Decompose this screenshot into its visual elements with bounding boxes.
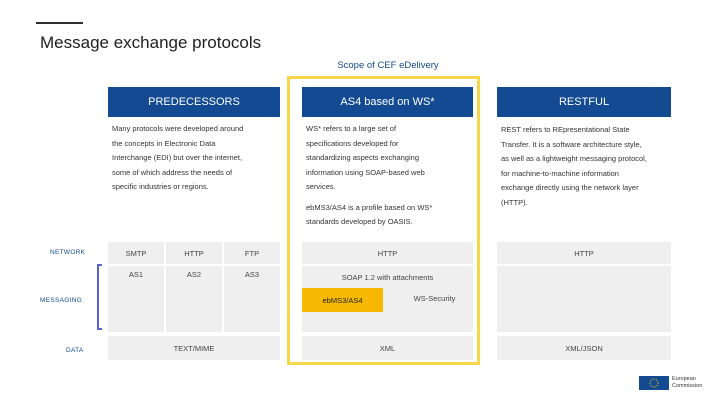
logo-text: European Commission xyxy=(672,376,702,390)
desc-line: REST refers to REpresentational State xyxy=(501,125,630,134)
cell-soap: SOAP 1.2 with attachments xyxy=(302,266,473,288)
row-label-network: NETWORK xyxy=(50,249,86,256)
desc-line: information using SOAP-based web xyxy=(306,167,425,177)
desc-line: the concepts in Electronic Data xyxy=(112,138,216,148)
eu-flag-icon xyxy=(639,376,669,390)
desc-line: services. xyxy=(306,182,336,191)
page-title: Message exchange protocols xyxy=(40,33,262,52)
cell-text-mime: TEXT/MIME xyxy=(108,336,280,360)
cell-restful-messaging xyxy=(497,266,671,332)
desc-line: Transfer. It is a software architecture … xyxy=(501,139,642,149)
desc-line: Many protocols were developed around xyxy=(112,124,244,133)
cell-xml: XML xyxy=(302,336,473,360)
cell-http-as4: HTTP xyxy=(302,242,473,264)
desc-restful: REST refers to REpresentational State Tr… xyxy=(501,123,691,210)
desc-line: WS* refers to a large set of xyxy=(306,124,397,133)
cell-ftp: FTP xyxy=(224,242,280,264)
desc-line: specifications developed for xyxy=(306,138,399,148)
logo-line-1: European xyxy=(672,376,696,382)
desc-line: standardizing aspects exchanging xyxy=(306,153,419,162)
desc-line: standards developed by OASIS. xyxy=(306,217,413,226)
desc-predecessors: Many protocols were developed around the… xyxy=(112,122,284,195)
header-as4: AS4 based on WS* xyxy=(302,87,473,117)
desc-line: (HTTP). xyxy=(501,197,528,207)
title-accent-bar xyxy=(36,22,83,24)
cell-http-restful: HTTP xyxy=(497,242,671,264)
header-predecessors: PREDECESSORS xyxy=(108,87,280,117)
desc-line: some of which address the needs of xyxy=(112,167,233,177)
logo-line-2: Commission xyxy=(672,383,703,389)
cell-ws-security: WS-Security xyxy=(413,293,456,303)
scope-label: Scope of CEF eDelivery xyxy=(337,60,439,71)
desc-as4: WS* refers to a large set of specificati… xyxy=(306,122,478,230)
cell-smtp: SMTP xyxy=(108,242,164,264)
header-restful: RESTFUL xyxy=(497,87,671,117)
desc-line: ebMS3/AS4 is a profile based on WS* xyxy=(306,202,433,212)
header-as4-label: AS4 based on WS* xyxy=(340,96,435,108)
desc-line: as well as a lightweight messaging proto… xyxy=(501,154,647,163)
desc-line: exchange directly using the network laye… xyxy=(501,183,639,192)
scope-frame xyxy=(287,76,480,365)
cell-as2: AS2 xyxy=(166,266,222,332)
cell-http-predecessors: HTTP xyxy=(166,242,222,264)
cell-ebms3: ebMS3/AS4 xyxy=(302,288,383,312)
desc-line: for machine-to-machine information xyxy=(501,168,619,178)
row-label-data: DATA xyxy=(66,347,84,354)
header-predecessors-label: PREDECESSORS xyxy=(148,96,240,108)
cell-as3: AS3 xyxy=(224,266,280,332)
layer-bracket xyxy=(97,264,102,330)
header-restful-label: RESTFUL xyxy=(558,96,610,108)
desc-line: specific industries or regions. xyxy=(112,182,209,191)
cell-xml-json: XML/JSON xyxy=(497,336,671,360)
desc-line: Interchange (EDI) but over the internet, xyxy=(112,153,243,162)
cell-as1: AS1 xyxy=(108,266,164,332)
row-label-messaging: MESSAGING xyxy=(40,297,83,304)
